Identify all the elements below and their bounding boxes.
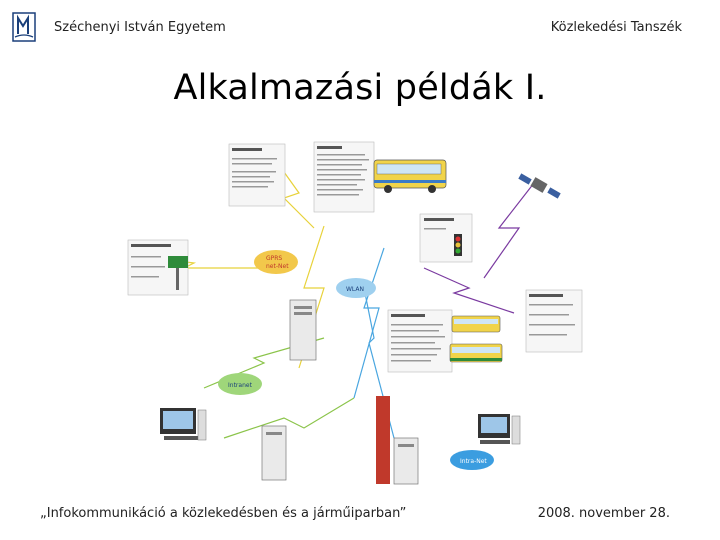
department-name: Közlekedési Tanszék (550, 20, 682, 35)
link-purple-satellite (483, 182, 535, 279)
svg-text:Intra-Net: Intra-Net (460, 458, 487, 465)
satellite-icon (518, 173, 561, 199)
footer-date: 2008. november 28. (537, 506, 670, 521)
svg-text:WLAN: WLAN (346, 286, 364, 293)
cloud-gprs: GPRS net-Net (254, 250, 298, 274)
red-banner (376, 396, 390, 484)
slide-title: Alkalmazási példák I. (173, 68, 547, 108)
info-panel-right (525, 289, 583, 353)
university-logo (12, 12, 36, 42)
link-purple-right (423, 267, 515, 314)
info-panel-top-left (228, 143, 286, 207)
info-panel-bus (313, 141, 375, 213)
tram-image (449, 315, 503, 363)
led-display-icon (168, 256, 188, 290)
server-middle (289, 299, 317, 361)
network-diagram: GPRS net-Net WLAN Intranet Intra-Net (127, 141, 583, 485)
cloud-wlan: WLAN (336, 278, 376, 298)
workstation-right (478, 414, 521, 445)
bus-image (373, 159, 447, 193)
cloud-internet: Intra-Net (450, 450, 494, 470)
link-yellow-gprs-bus (273, 157, 315, 229)
svg-text:Intranet: Intranet (228, 382, 253, 389)
traffic-light-panel (419, 213, 473, 263)
info-panel-tram (387, 309, 453, 373)
svg-text:net-Net: net-Net (266, 263, 289, 270)
server-bottom-right (393, 437, 419, 485)
university-name: Széchenyi István Egyetem (54, 20, 226, 35)
link-green-bottom (223, 397, 355, 439)
link-blue-wlan (353, 247, 385, 399)
cloud-intranet: Intranet (218, 373, 262, 395)
workstation-left (160, 408, 207, 441)
footer-caption: „Infokommunikáció a közlekedésben és a j… (40, 506, 407, 521)
svg-text:GPRS: GPRS (266, 255, 282, 262)
link-blue-tram (363, 287, 395, 439)
server-bottom (261, 425, 287, 481)
